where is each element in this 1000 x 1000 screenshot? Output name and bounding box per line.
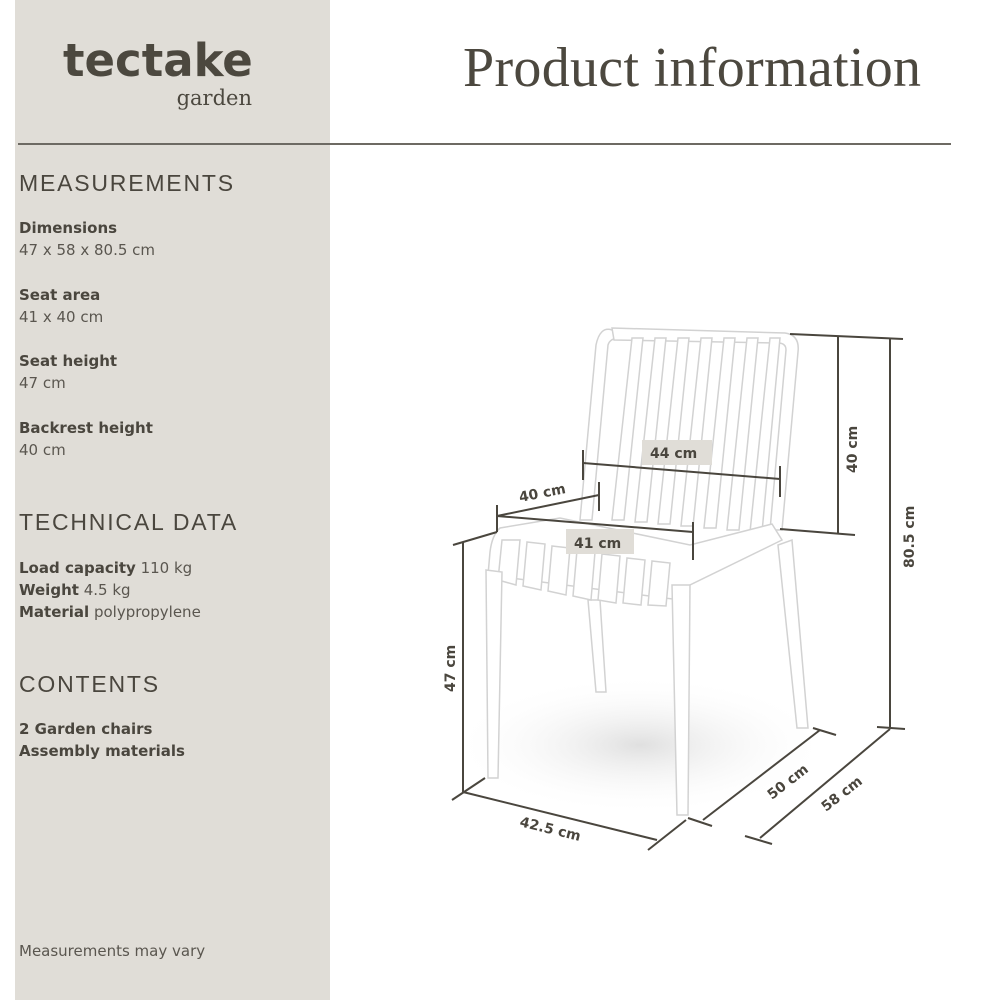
- dim-backrest-width: 44 cm: [650, 446, 697, 462]
- contents-item-text: Assembly materials: [19, 742, 185, 760]
- dim-backrest-height: 40 cm: [845, 426, 861, 473]
- contents-item: Assembly materials: [19, 740, 185, 762]
- spec-label: Seat height: [19, 352, 118, 370]
- tech-load-capacity: Load capacity 110 kg: [19, 557, 201, 579]
- tech-value: 4.5 kg: [83, 581, 131, 599]
- contents-item-text: 2 Garden chairs: [19, 720, 153, 738]
- tech-label: Weight: [19, 581, 79, 599]
- dimension-lines: [451, 333, 906, 851]
- contents-list: 2 Garden chairs Assembly materials: [19, 718, 185, 762]
- brand-name: tectake: [63, 34, 253, 87]
- contents-heading: CONTENTS: [19, 671, 160, 697]
- footnote: Measurements may vary: [19, 942, 206, 960]
- label-box: [642, 440, 712, 465]
- tech-label: Material: [19, 603, 90, 621]
- spec-value: 47 cm: [19, 374, 66, 392]
- tech-value: polypropylene: [93, 603, 201, 621]
- technical-heading: TECHNICAL DATA: [19, 509, 239, 535]
- tech-label: Load capacity: [19, 559, 136, 577]
- dim-seat-width: 41 cm: [574, 536, 621, 552]
- spec-value: 40 cm: [19, 441, 66, 459]
- tech-weight: Weight 4.5 kg: [19, 579, 201, 601]
- tech-material: Material polypropylene: [19, 601, 201, 623]
- label-box: [566, 529, 634, 554]
- spec-dimensions: Dimensions 47 x 58 x 80.5 cm: [19, 217, 155, 261]
- tech-value: 110 kg: [140, 559, 193, 577]
- spec-seat-area: Seat area 41 x 40 cm: [19, 284, 103, 328]
- spec-value: 41 x 40 cm: [19, 308, 104, 326]
- page-title: Product information: [463, 37, 922, 99]
- brand-logo: tectake garden: [63, 34, 258, 110]
- dim-seat-height: 47 cm: [443, 645, 459, 692]
- spec-label: Seat area: [19, 286, 101, 304]
- spec-value: 47 x 58 x 80.5 cm: [19, 241, 156, 259]
- floor-shadow: [450, 675, 830, 815]
- spec-backrest-height: Backrest height 40 cm: [19, 417, 153, 461]
- spec-seat-height: Seat height 47 cm: [19, 350, 117, 394]
- chair-illustration: [485, 327, 809, 816]
- sidebar-panel: [15, 0, 330, 1000]
- dim-total-depth: 58 cm: [819, 773, 866, 815]
- brand-subline: garden: [176, 86, 252, 110]
- spec-label: Dimensions: [19, 219, 118, 237]
- measurements-heading: MEASUREMENTS: [19, 170, 235, 196]
- header-divider: [18, 143, 951, 145]
- technical-list: Load capacity 110 kg Weight 4.5 kg Mater…: [19, 557, 201, 623]
- dim-total-height: 80.5 cm: [902, 506, 918, 568]
- spec-label: Backrest height: [19, 419, 153, 437]
- contents-item: 2 Garden chairs: [19, 718, 185, 740]
